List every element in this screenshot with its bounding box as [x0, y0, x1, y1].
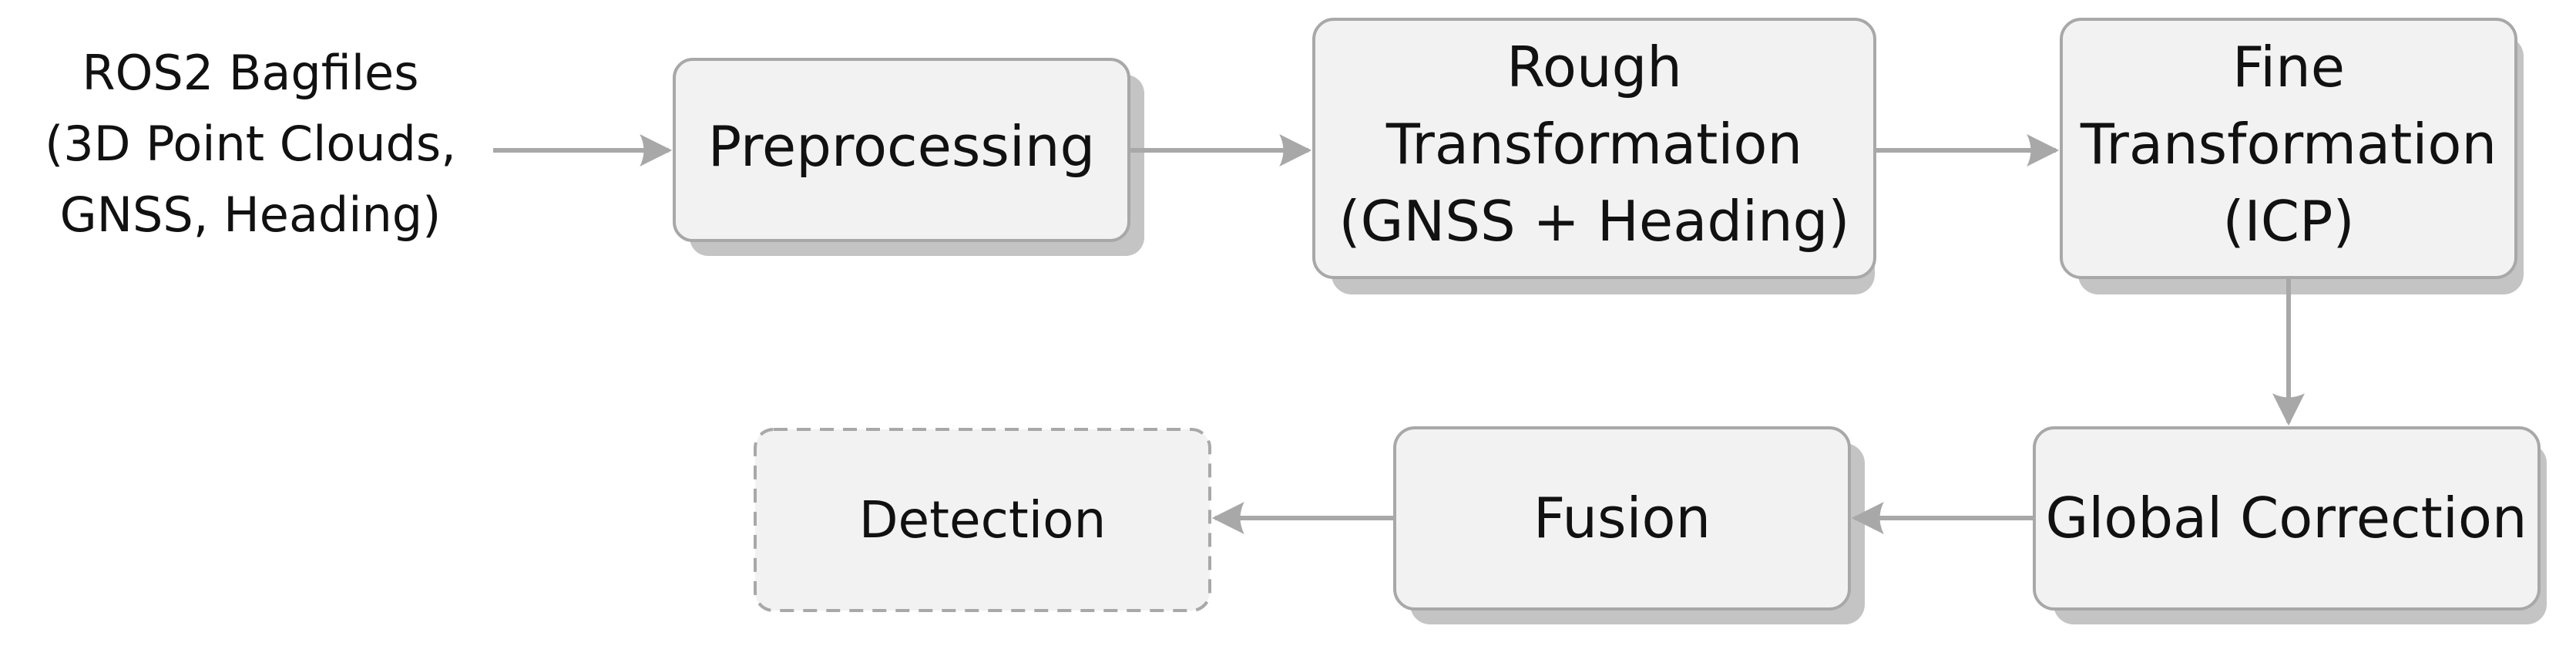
source-node: ROS2 Bagfiles (3D Point Clouds, GNSS, He…: [45, 45, 456, 243]
node-global-box: [2033, 426, 2541, 611]
node-rough-transformation: Rough Transformation (GNSS + Heading): [1312, 18, 1876, 294]
node-fine-label-line-2: Transformation: [2080, 112, 2497, 177]
node-global-label: Global Correction: [2045, 486, 2527, 550]
node-fusion-label: Fusion: [1533, 486, 1711, 550]
node-preprocessing-label: Preprocessing: [708, 114, 1096, 179]
node-fine-transformation: Fine Transformation (ICP): [2060, 18, 2524, 294]
node-fine-label-line-3: (ICP): [2222, 189, 2354, 254]
edges: [493, 134, 2305, 534]
node-fusion: Fusion: [1393, 426, 1865, 624]
source-label-line-3: GNSS, Heading): [60, 187, 442, 243]
node-fine-label-line-1: Fine: [2232, 35, 2345, 99]
node-fusion-box: [1393, 426, 1851, 611]
node-global-correction: Global Correction: [2033, 426, 2547, 624]
node-rough-label-line-3: (GNSS + Heading): [1339, 189, 1850, 254]
node-detection-box: [754, 428, 1211, 612]
node-preprocessing: Preprocessing: [673, 58, 1144, 256]
source-label-line-2: (3D Point Clouds,: [45, 116, 456, 172]
node-rough-label-line-1: Rough: [1506, 35, 1682, 99]
source-label-line-1: ROS2 Bagfiles: [82, 45, 419, 101]
node-detection-label: Detection: [859, 490, 1107, 550]
node-detection: Detection: [754, 428, 1211, 612]
node-rough-label-line-2: Transformation: [1385, 112, 1802, 177]
node-fine-box: [2060, 18, 2517, 279]
